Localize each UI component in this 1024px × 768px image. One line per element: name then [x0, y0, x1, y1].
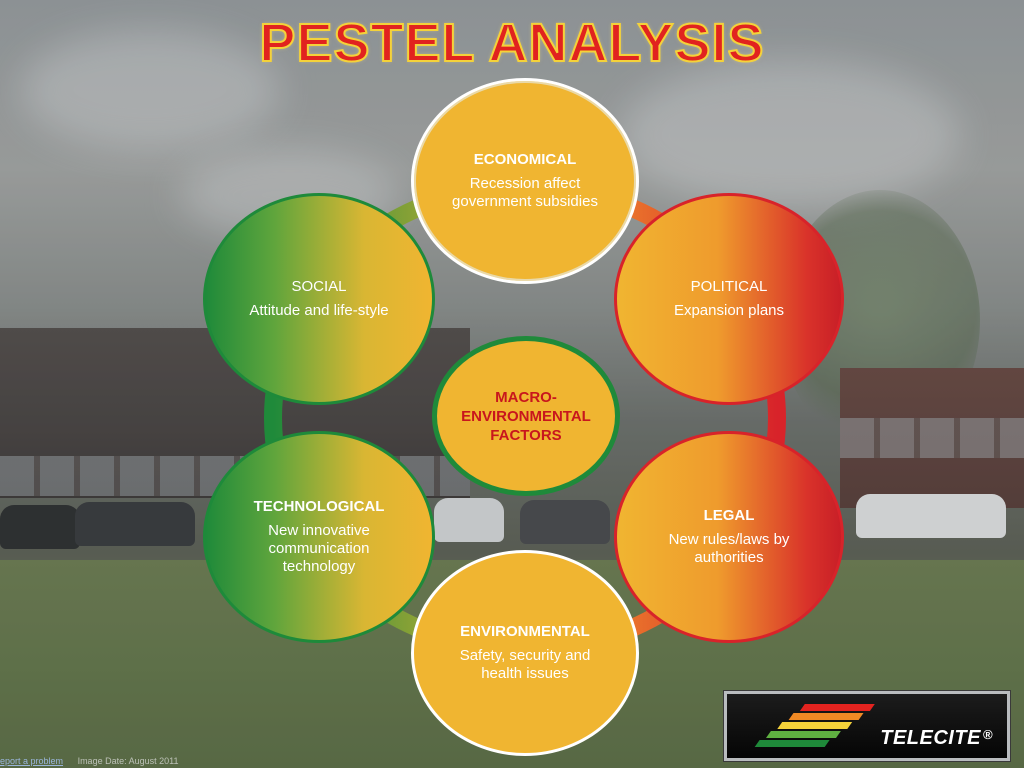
logo-stripes-icon [749, 698, 899, 758]
factor-technological: TECHNOLOGICAL New innovative communicati… [203, 431, 435, 643]
report-problem-link[interactable]: eport a problem [0, 756, 63, 766]
factor-heading: POLITICAL [691, 278, 768, 296]
factor-heading: SOCIAL [291, 278, 346, 296]
factor-heading: TECHNOLOGICAL [254, 498, 385, 516]
factor-heading: ENVIRONMENTAL [460, 623, 590, 641]
logo-text: TELECITE® [880, 727, 993, 750]
center-label: MACRO- ENVIRONMENTAL FACTORS [461, 388, 591, 445]
factor-social: SOCIAL Attitude and life-style [203, 193, 435, 405]
factor-heading: ECONOMICAL [474, 151, 577, 169]
factor-legal: LEGAL New rules/laws by authorities [614, 431, 844, 643]
center-node: MACRO- ENVIRONMENTAL FACTORS [432, 336, 620, 496]
factor-description: Attitude and life-style [249, 302, 388, 320]
factor-economical: ECONOMICAL Recession affect government s… [411, 78, 639, 284]
map-attribution: eport a problem Image Date: August 2011 [0, 756, 178, 766]
factor-description: Safety, security and health issues [440, 647, 610, 683]
registered-mark: ® [983, 727, 993, 742]
logo-wordmark: TELECITE [880, 727, 981, 749]
factor-description: Recession affect government subsidies [440, 175, 610, 211]
factor-description: New rules/laws by authorities [643, 531, 815, 567]
image-date: Image Date: August 2011 [78, 756, 179, 766]
factor-description: New innovative communication technology [232, 522, 406, 576]
factor-description: Expansion plans [674, 302, 784, 320]
factor-political: POLITICAL Expansion plans [614, 193, 844, 405]
telecite-logo: TELECITE® [724, 691, 1010, 761]
factor-heading: LEGAL [704, 507, 755, 525]
factor-environmental: ENVIRONMENTAL Safety, security and healt… [411, 550, 639, 756]
